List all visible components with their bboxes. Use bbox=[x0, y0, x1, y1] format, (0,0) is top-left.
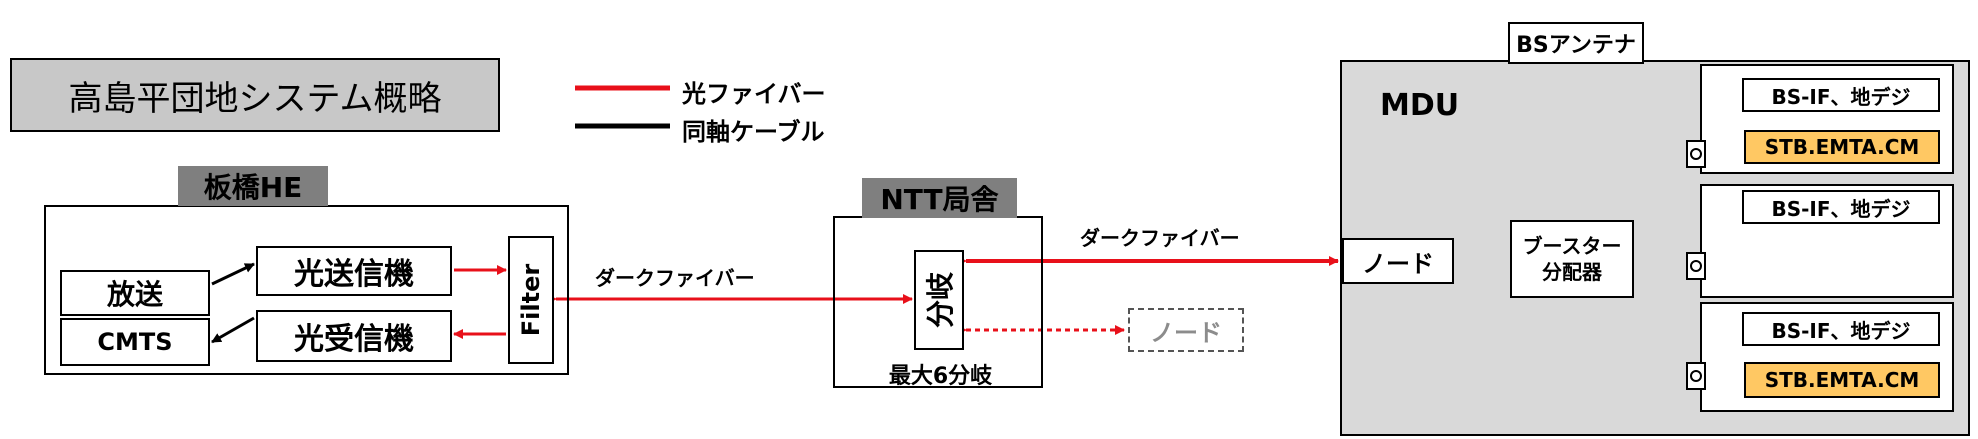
tv-box-2: BS-IF、地デジ bbox=[1742, 190, 1940, 224]
max-split-label: 最大6分岐 bbox=[888, 364, 993, 389]
ntt-label: NTT局舎 bbox=[862, 178, 1017, 218]
filter-label: Filter bbox=[517, 263, 545, 337]
line-rx-cmts bbox=[211, 316, 255, 344]
mdu-node-box: ノード bbox=[1342, 238, 1454, 284]
stb-box-3: STB.EMTA.CM bbox=[1744, 362, 1940, 398]
splitter-distributor-label: 分配器 bbox=[1542, 260, 1602, 284]
outlet-icon-1 bbox=[1686, 140, 1706, 168]
cmts-box: CMTS bbox=[60, 318, 210, 366]
itabashi-he-frame bbox=[44, 205, 569, 375]
bs-antenna-box: BSアンテナ bbox=[1508, 22, 1644, 64]
dark-fiber-label-left: ダークファイバー bbox=[595, 266, 755, 290]
splitter-label: 分岐 bbox=[924, 271, 958, 329]
itabashi-he-label: 板橋HE bbox=[178, 166, 328, 206]
tv-box-1: BS-IF、地デジ bbox=[1742, 78, 1940, 112]
optical-transmitter: 光送信機 bbox=[256, 246, 452, 296]
outlet-icon-3 bbox=[1686, 362, 1706, 390]
outlet-icon-2 bbox=[1686, 252, 1706, 280]
stb-box-1: STB.EMTA.CM bbox=[1744, 130, 1940, 164]
diagram-title: 高島平団地システム概略 bbox=[10, 58, 500, 132]
booster-label: ブースター bbox=[1522, 234, 1622, 258]
line-broadcast-tx bbox=[211, 262, 255, 286]
optical-receiver: 光受信機 bbox=[256, 310, 452, 362]
mdu-label: MDU bbox=[1380, 88, 1460, 123]
spare-node-box: ノード bbox=[1128, 308, 1244, 352]
broadcast-box: 放送 bbox=[60, 270, 210, 316]
booster-splitter-box: ブースター 分配器 bbox=[1510, 220, 1634, 298]
filter-box: Filter bbox=[508, 236, 554, 364]
tv-box-3: BS-IF、地デジ bbox=[1742, 312, 1940, 346]
dark-fiber-label-right: ダークファイバー bbox=[1080, 226, 1240, 250]
legend-coax-label: 同軸ケーブル bbox=[682, 118, 825, 146]
splitter-box: 分岐 bbox=[914, 250, 964, 350]
legend-fiber-label: 光ファイバー bbox=[682, 80, 826, 108]
